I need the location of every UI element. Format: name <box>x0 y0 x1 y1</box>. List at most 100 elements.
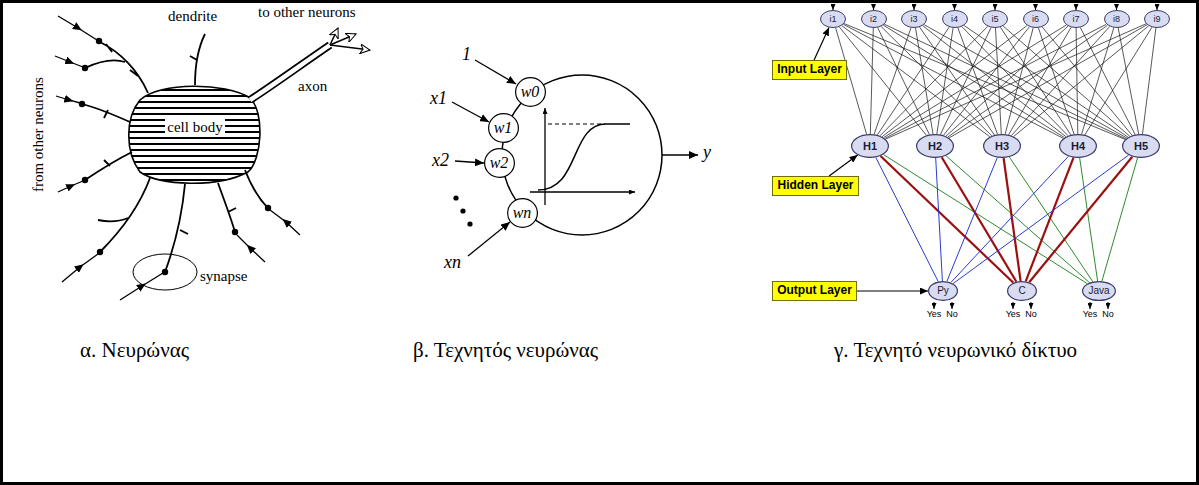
network-connection <box>843 24 1063 138</box>
output-value-label: No <box>1025 309 1037 319</box>
network-connection <box>842 26 990 137</box>
network-connection <box>886 24 1146 139</box>
network-connection <box>949 25 1147 138</box>
node-text: H1 <box>863 140 877 153</box>
input-arrow <box>475 60 516 84</box>
input-label: 1 <box>462 44 471 65</box>
part-label: cell body <box>165 119 224 136</box>
incoming-fiber <box>58 181 83 192</box>
node-text: i3 <box>910 14 917 24</box>
node-text: i1 <box>829 14 836 24</box>
hidden-node: H1 <box>851 134 889 158</box>
input-node: i6 <box>1023 10 1049 28</box>
signal-arrow <box>995 4 996 10</box>
node-text: i8 <box>1113 14 1120 24</box>
network-connection <box>1003 26 1130 136</box>
signal-arrow <box>1076 4 1077 10</box>
node-text: w1 <box>494 119 513 137</box>
network-connection <box>953 155 1129 284</box>
node-text: wn <box>513 204 532 222</box>
node-text: Py <box>937 285 949 297</box>
network-connection <box>884 24 1126 139</box>
network-connection <box>1085 27 1152 135</box>
network-connection <box>1076 28 1078 134</box>
synapse-dot <box>96 38 102 44</box>
network-connection <box>876 157 938 281</box>
network-connection <box>964 25 1128 137</box>
input-arrow <box>468 222 510 256</box>
node-ellipse <box>507 199 537 228</box>
node-ellipse <box>1060 135 1097 158</box>
output-arrow <box>662 154 698 155</box>
weight-circle: w0 <box>515 77 546 107</box>
incoming-fiber <box>270 210 300 235</box>
hidden-node: H4 <box>1059 134 1097 158</box>
sigmoid-asymptote <box>548 124 605 125</box>
output-value-arrows <box>934 302 1108 309</box>
incoming-fiber <box>120 273 163 300</box>
input-node: i7 <box>1063 10 1089 28</box>
axon-terminal <box>330 34 356 45</box>
signal-arrow <box>1116 4 1117 10</box>
sigmoid-axis <box>530 191 635 192</box>
signal-arrow <box>934 302 935 309</box>
output-node: Py <box>928 281 958 301</box>
network-connection <box>962 27 1068 136</box>
pointer-arrow <box>814 28 829 60</box>
panel-caption: β. Τεχνητός νευρώνας <box>413 338 598 362</box>
node-text: C <box>1018 285 1025 297</box>
layer-label-box: Input Layer <box>772 60 847 80</box>
network-connection <box>884 25 1067 138</box>
signal-arrow <box>873 4 874 10</box>
node-text: Input Layer <box>777 63 842 77</box>
ellipsis-dot <box>460 208 465 213</box>
node-ellipse <box>902 11 927 28</box>
panel-caption: α. Νευρώνας <box>80 338 189 362</box>
output-node: C <box>1007 281 1037 301</box>
signal-arrow <box>914 4 915 10</box>
synapse-dot <box>79 101 85 107</box>
node-ellipse <box>1145 11 1170 28</box>
network-connection <box>946 156 1090 283</box>
signal-arrow <box>1108 302 1109 309</box>
axon-terminal <box>330 45 370 50</box>
part-label: to other neurons <box>258 4 355 21</box>
sigmoid-axis <box>544 108 545 205</box>
node-text: i4 <box>951 14 958 24</box>
signal-arrow <box>1013 302 1014 309</box>
node-ellipse <box>1083 282 1116 301</box>
network-connection <box>836 28 867 134</box>
input-node: i9 <box>1144 10 1170 28</box>
node-ellipse <box>984 135 1021 158</box>
node-ellipse <box>515 78 545 107</box>
input-label: x1 <box>430 88 447 109</box>
hidden-node: H2 <box>916 134 954 158</box>
cell-body-outline <box>129 86 260 183</box>
output-value-label: Yes <box>1083 309 1098 319</box>
output-node: Java <box>1082 281 1116 301</box>
node-ellipse <box>1123 135 1160 158</box>
network-connection <box>877 27 949 135</box>
synapse-highlight <box>133 254 197 290</box>
node-ellipse <box>1023 11 1048 28</box>
node-text: H5 <box>1134 140 1148 153</box>
layer-label-box: Output Layer <box>772 281 857 301</box>
incoming-fiber <box>237 235 265 262</box>
node-text: H3 <box>995 140 1009 153</box>
node-ellipse <box>488 114 518 143</box>
network-connection <box>1029 157 1132 283</box>
ellipsis-dot <box>467 221 472 226</box>
node-text: Java <box>1088 285 1109 297</box>
cell-body-hatching <box>120 90 270 180</box>
node-ellipse <box>821 11 846 28</box>
node-text: w0 <box>521 83 540 101</box>
node-ellipse <box>917 135 954 158</box>
network-connection <box>878 28 930 135</box>
network-connection <box>874 28 911 135</box>
pointer-arrow <box>857 290 928 291</box>
node-text: i5 <box>991 14 998 24</box>
incoming-fiber <box>58 16 97 40</box>
signal-arrow <box>1157 4 1158 10</box>
output-value-label: Yes <box>1006 309 1021 319</box>
